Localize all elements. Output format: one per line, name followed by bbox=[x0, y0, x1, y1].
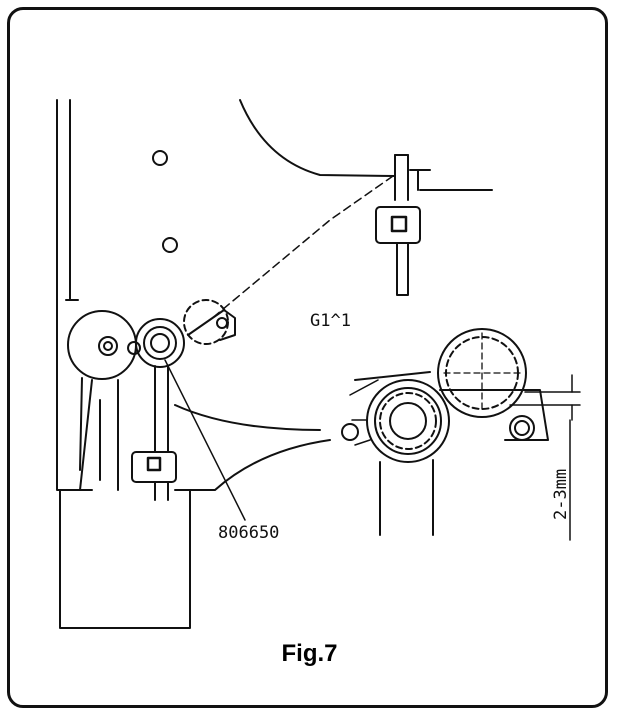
screw-hole-top bbox=[152, 150, 168, 166]
screw-hole-middle bbox=[162, 237, 178, 253]
connecting-rod bbox=[154, 365, 169, 453]
lower-housing bbox=[59, 489, 191, 629]
thread-path bbox=[209, 175, 394, 321]
dimension-marker bbox=[509, 374, 581, 541]
label-dimension: 2-3mm bbox=[551, 469, 571, 520]
detail-view bbox=[341, 328, 549, 536]
lower-clamp bbox=[131, 451, 177, 501]
label-part-upper: G1^1 bbox=[310, 311, 351, 331]
figure-caption: Fig.7 bbox=[281, 640, 338, 667]
machine-body bbox=[56, 99, 493, 491]
left-pulley bbox=[67, 310, 137, 471]
upper-thread-guide bbox=[375, 154, 421, 296]
figure-frame bbox=[7, 7, 608, 708]
label-part-lower: 806650 bbox=[218, 523, 279, 543]
small-bearing bbox=[127, 299, 236, 368]
leader-line bbox=[164, 359, 246, 521]
